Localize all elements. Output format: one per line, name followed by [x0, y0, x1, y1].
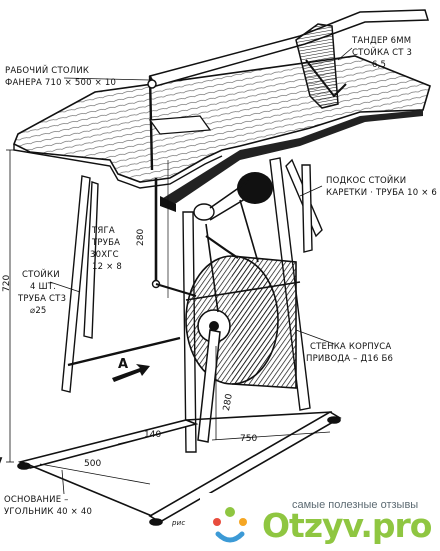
label-housing-wall: СТЕНКА КОРПУСА — [310, 342, 392, 352]
label-base-2: УГОЛЬНИК 40 × 40 — [4, 507, 93, 517]
dim-pedal-width: 140 — [144, 430, 162, 440]
view-arrow — [112, 364, 150, 382]
label-rod-2: ТРУБА — [92, 238, 121, 248]
base-frame — [17, 411, 342, 526]
label-table-title: РАБОЧИЙ СТОЛИК — [5, 66, 90, 76]
otzyv-logo-icon — [213, 507, 247, 543]
upper-arm — [147, 9, 429, 171]
label-housing-wall-2: ПРИВОДА – Д16 Б6 — [306, 354, 394, 364]
label-base: ОСНОВАНИЕ – — [4, 495, 69, 505]
label-legs-3: ТРУБА Ст3 — [18, 294, 67, 304]
dim-rod-length: 280 — [136, 228, 146, 246]
watermark-logo: Otzyv.pro — [262, 506, 432, 545]
dim-height: 720 — [2, 274, 12, 292]
label-rod: ТЯГА — [92, 226, 115, 236]
label-tandem: ТАНДЕР 6мм — [352, 36, 412, 46]
tie-rod — [151, 160, 197, 298]
label-rod-4: 12 × 8 — [92, 262, 122, 272]
label-post-size: 6,5 — [372, 60, 387, 70]
watermark-tagline: самые полезные отзывы — [292, 499, 419, 511]
dimension-lines — [6, 47, 353, 495]
label-signature: рис — [172, 519, 186, 527]
label-legs: СТОЙКИ — [22, 270, 60, 280]
pedal-crank — [0, 329, 221, 481]
label-table-material: ФАНЕРА 710 × 500 × 10 — [5, 78, 117, 88]
label-arrow: А — [118, 357, 129, 372]
label-legs-2: 4 шт. — [30, 282, 57, 292]
label-carriage-support: ПОДКОС СТОЙКИ — [326, 176, 407, 186]
label-rod-3: 30ХГС — [90, 250, 119, 260]
label-post: СТОЙКА Ст 3 — [352, 48, 413, 58]
dim-base-width: 500 — [84, 459, 102, 469]
label-legs-4: ⌀25 — [30, 306, 47, 316]
dim-base-length: 750 — [240, 434, 258, 444]
label-carriage-support-2: КАРЕТКИ · ТРУБА 10 × 6 — [326, 188, 438, 198]
